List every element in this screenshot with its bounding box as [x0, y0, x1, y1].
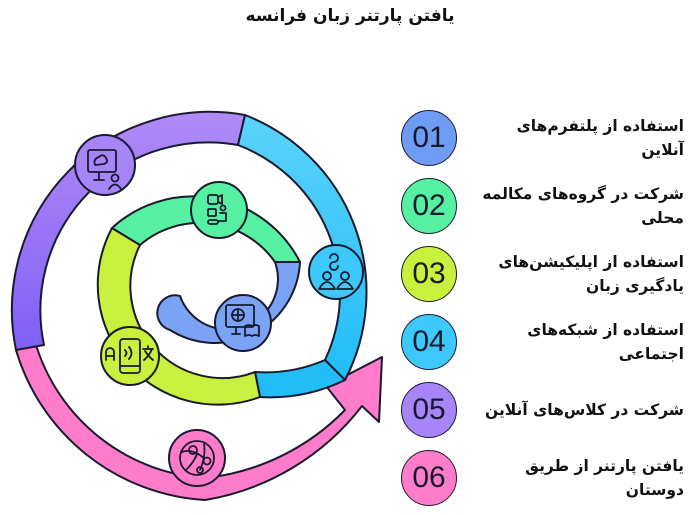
phone-translate-icon: [105, 338, 154, 374]
video-chat-person-icon: [207, 194, 227, 225]
global-network-icon: [179, 440, 215, 476]
step-label: استفاده از پلتفرم‌های آنلاین: [516, 117, 684, 159]
diagram-title: یافتن پارتنر زبان فرانسه: [245, 6, 455, 26]
step-label: یافتن پارتنر از طریق دوستان: [525, 457, 684, 499]
step-label: شرکت در کلاس‌های آنلاین: [485, 401, 684, 419]
step-05: 05 شرکت در کلاس‌های آنلاین: [401, 380, 696, 440]
step-number-badge: 03: [401, 246, 457, 302]
step-label: شرکت در گروه‌های مکالمه محلی: [482, 185, 684, 227]
step-number-badge: 04: [401, 314, 457, 370]
step-label: استفاده از شبکه‌های اجتماعی: [527, 321, 684, 363]
step-number-badge: 05: [401, 382, 457, 438]
online-class-teacher-icon: [87, 149, 122, 190]
people-connect-icon: [318, 253, 354, 290]
computer-globe-book-icon: [225, 304, 260, 337]
step-01: 01 استفاده از پلتفرم‌های آنلاین: [401, 108, 696, 168]
step-03: 03 استفاده از اپلیکیشن‌های یادگیری زبان: [401, 244, 696, 304]
step-04: 04 استفاده از شبکه‌های اجتماعی: [401, 312, 696, 372]
step-06: 06 یافتن پارتنر از طریق دوستان: [401, 448, 696, 508]
step-number-badge: 06: [401, 450, 457, 506]
step-02: 02 شرکت در گروه‌های مکالمه محلی: [401, 176, 696, 236]
segment-06-pink: [15, 344, 383, 501]
step-number-badge: 01: [401, 110, 457, 166]
step-label: استفاده از اپلیکیشن‌های یادگیری زبان: [498, 253, 684, 295]
step-number-badge: 02: [401, 178, 457, 234]
segment-02-green: [111, 195, 301, 263]
